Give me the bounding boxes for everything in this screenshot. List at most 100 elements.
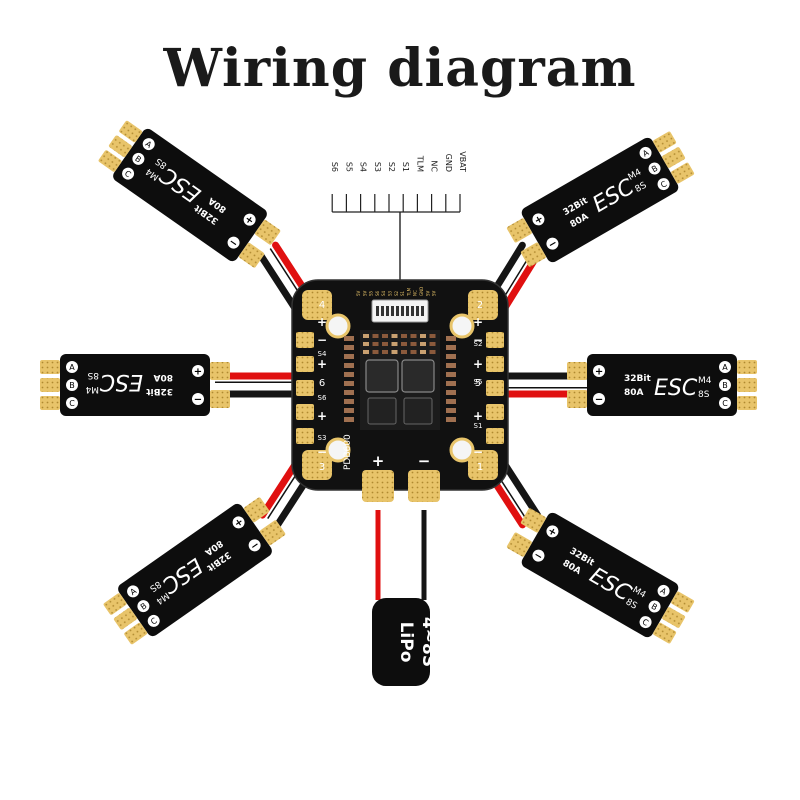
smd-part bbox=[410, 342, 417, 346]
esc-cells-label: 8S bbox=[698, 390, 710, 400]
esc-phase-label-a: A bbox=[129, 586, 139, 597]
esc-current-label: 80A bbox=[153, 372, 173, 382]
smd-part bbox=[391, 350, 398, 354]
pin-label-s5: S5 bbox=[344, 162, 353, 172]
side-pad-left bbox=[296, 428, 314, 444]
connector-pin bbox=[411, 306, 414, 316]
esc-phase-pad bbox=[103, 593, 127, 615]
esc-phase-pad bbox=[108, 135, 132, 157]
smd-part bbox=[344, 345, 354, 350]
smd-part bbox=[446, 390, 456, 395]
esc-phase-label-b: B bbox=[650, 602, 659, 613]
board-corner-pad-br bbox=[468, 450, 498, 480]
smd-part bbox=[420, 342, 426, 346]
smd-part bbox=[446, 408, 456, 413]
esc-plus-label: + bbox=[595, 367, 603, 378]
pin-label-s2: S2 bbox=[387, 162, 396, 172]
smd-part bbox=[429, 350, 436, 354]
esc-phase-marker bbox=[137, 600, 150, 613]
inductor-right bbox=[401, 359, 435, 393]
esc-phase-pad bbox=[40, 378, 60, 392]
connector-pin bbox=[421, 306, 424, 316]
motor-number-4: 4 bbox=[319, 300, 325, 311]
connector-pin bbox=[396, 306, 399, 316]
pin-label-s3: S3 bbox=[373, 162, 382, 172]
esc-phase-marker bbox=[142, 138, 155, 151]
connector-silk-label: S1 bbox=[400, 290, 405, 296]
esc-power-pad bbox=[244, 497, 270, 523]
smd-part bbox=[372, 342, 379, 346]
esc-minus-marker bbox=[227, 236, 240, 249]
esc-phase-marker bbox=[127, 585, 140, 598]
smd-part bbox=[420, 350, 426, 354]
mount-hole-tr bbox=[449, 313, 475, 339]
esc-plus-marker bbox=[243, 213, 256, 226]
esc-phase-marker bbox=[719, 397, 731, 409]
esc-power-pad bbox=[255, 219, 281, 245]
connector-pin bbox=[401, 306, 404, 316]
esc-minus-label: − bbox=[595, 395, 603, 406]
pin-label-nc: NC bbox=[430, 160, 439, 172]
pad-plus-mark: + bbox=[473, 357, 483, 371]
esc-phase-label-a: A bbox=[722, 363, 728, 372]
esc-phase-label-a: A bbox=[69, 363, 75, 372]
esc-phase-pad bbox=[662, 607, 686, 628]
smd-part bbox=[401, 350, 407, 354]
output-label-s4: S4 bbox=[318, 350, 327, 358]
smd-part bbox=[372, 350, 379, 354]
esc-phase-marker bbox=[648, 600, 661, 613]
esc-phase-label-a: A bbox=[659, 586, 669, 597]
side-pad-left bbox=[296, 332, 314, 348]
esc-model-label: 32Bit bbox=[624, 374, 651, 384]
esc-body bbox=[521, 137, 679, 263]
board-corner-pad-tr bbox=[468, 290, 498, 320]
esc-phase-label-b: B bbox=[650, 164, 659, 175]
esc-model-label: 32Bit bbox=[146, 386, 173, 396]
esc-phase-marker bbox=[132, 152, 145, 165]
esc-body bbox=[60, 354, 210, 416]
side-pad-left bbox=[296, 404, 314, 420]
esc-body bbox=[521, 512, 679, 638]
esc-minus-marker bbox=[192, 393, 204, 405]
connector-silk-label: GND bbox=[419, 287, 424, 296]
smd-part bbox=[382, 350, 388, 354]
esc-phase-pad bbox=[662, 147, 686, 168]
esc-phase-pad bbox=[653, 622, 677, 644]
pad-plus-mark: + bbox=[317, 357, 327, 371]
output-label-s2: S2 bbox=[474, 340, 483, 348]
esc-plus-label: + bbox=[194, 367, 202, 378]
smd-part bbox=[446, 354, 456, 359]
esc-phase-marker bbox=[657, 178, 670, 191]
esc-phase-marker bbox=[66, 361, 78, 373]
esc-variant-label: M4 bbox=[698, 376, 712, 386]
esc-plus-marker bbox=[192, 365, 204, 377]
smd-part bbox=[446, 363, 456, 368]
battery-plus-mark: + bbox=[372, 452, 385, 470]
side-pad-right bbox=[486, 332, 504, 348]
pin-label-s1: S1 bbox=[401, 162, 410, 172]
board-corner-pad-tl bbox=[302, 290, 332, 320]
esc-power-pad bbox=[239, 242, 265, 268]
battery-minus-mark: − bbox=[418, 452, 431, 470]
esc-phase-marker bbox=[639, 616, 652, 629]
esc-phase-pad bbox=[671, 162, 695, 184]
smd-part bbox=[344, 417, 354, 422]
pin-label-vbat: VBAT bbox=[458, 151, 467, 172]
connector-silk-label: S2 bbox=[394, 290, 399, 296]
smd-part bbox=[429, 334, 436, 338]
connector-silk-label: TLM bbox=[406, 287, 411, 297]
smd-part bbox=[446, 336, 456, 341]
ic-right bbox=[403, 397, 433, 425]
esc-phase-label-c: C bbox=[123, 169, 133, 180]
smd-part bbox=[344, 363, 354, 368]
esc-phase-label-c: C bbox=[69, 399, 75, 408]
esc-phase-pad bbox=[737, 360, 757, 374]
connector-silk-label: S6 bbox=[375, 290, 380, 296]
esc-power-pad bbox=[567, 362, 587, 380]
output-label-s6: S6 bbox=[318, 394, 327, 402]
